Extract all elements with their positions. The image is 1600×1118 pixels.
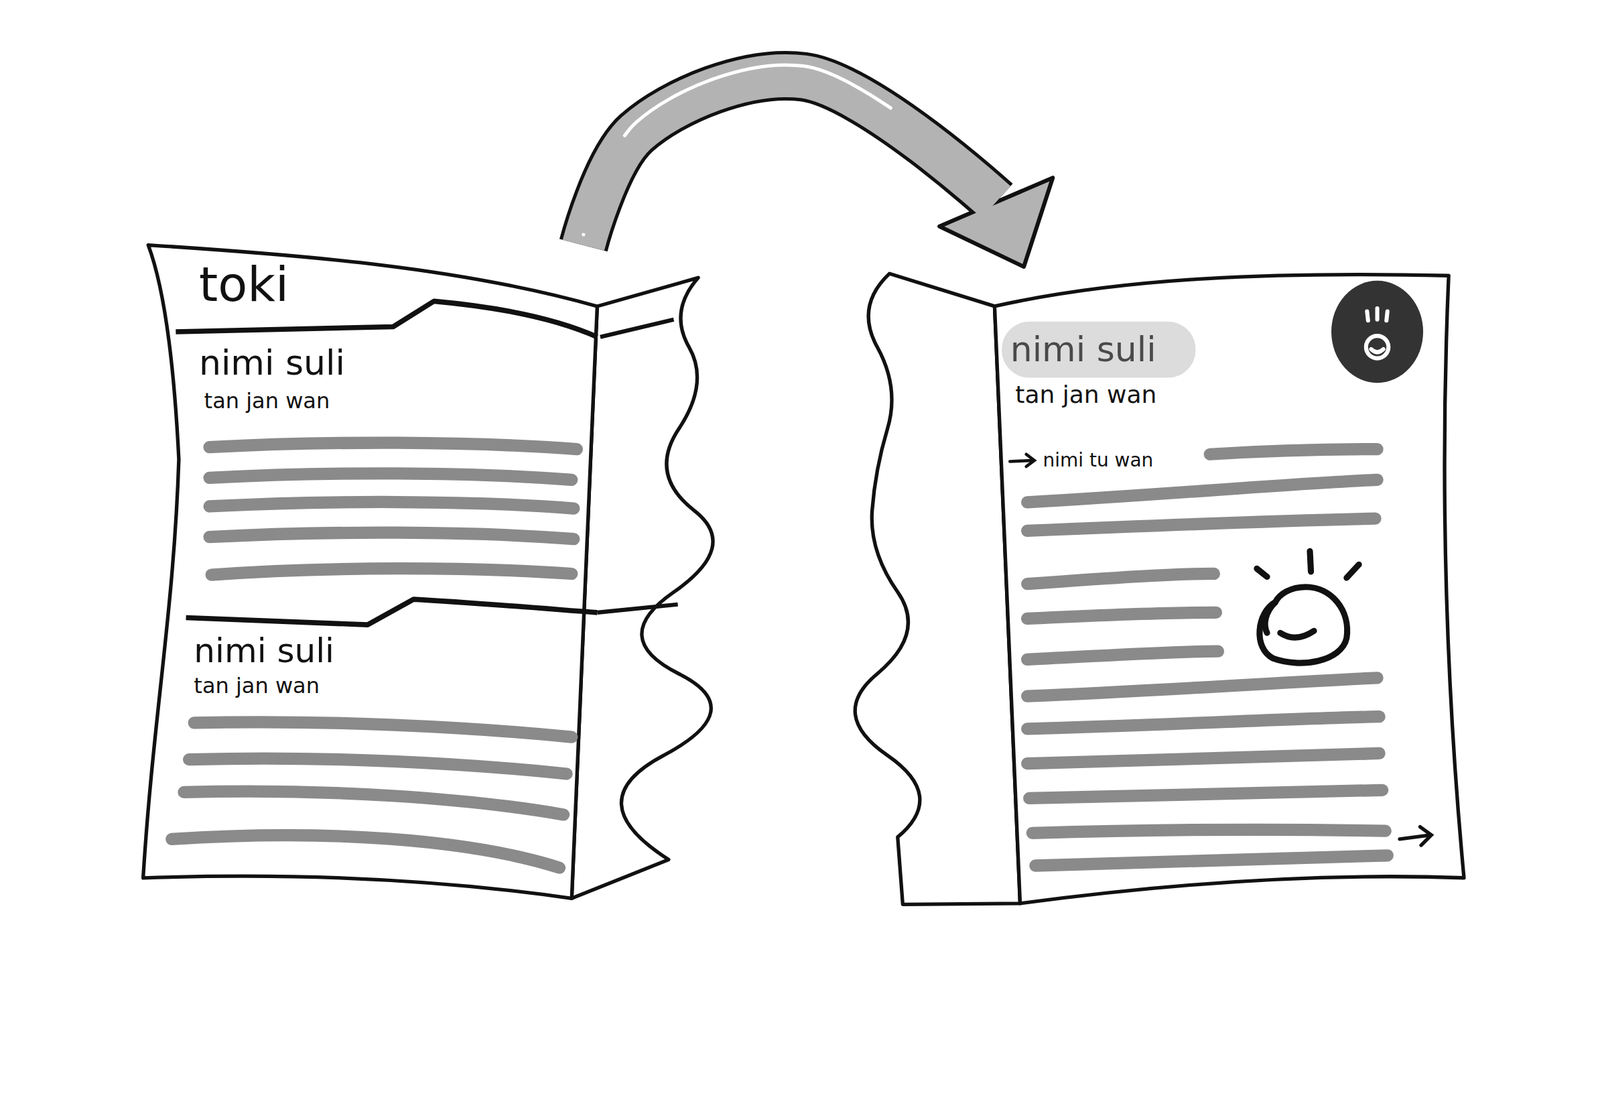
document-page: toki nimi suli tan jan wan nimi suli tan jan…	[138, 239, 710, 904]
page-section: nimi suli tan jan wan	[168, 617, 597, 878]
fold-top-line	[599, 319, 674, 338]
text-placeholder-bars	[171, 442, 577, 868]
text-holder: tan jan wan	[204, 389, 331, 412]
arrow-highlight	[583, 64, 997, 235]
page-outline	[138, 239, 710, 904]
text-holder: nimi suli	[1010, 331, 1157, 367]
page-front	[142, 245, 597, 899]
text-placeholder-bars	[1027, 448, 1389, 865]
text-holder: tan jan wan	[193, 674, 320, 697]
text-holder: nimi suli	[193, 633, 335, 668]
fold-divider	[596, 604, 678, 613]
logo-badge	[1331, 280, 1424, 383]
bullet-arrow	[1010, 454, 1036, 467]
page-fold	[855, 273, 1021, 904]
section-heading: nimi suli	[193, 633, 335, 668]
arrow-shaft	[583, 75, 997, 246]
author-line: tan jan wan	[1015, 382, 1157, 407]
text-holder: nimi suli	[198, 345, 346, 380]
text-holder: nimi tu wan	[1042, 450, 1154, 470]
logo-face	[1366, 308, 1389, 359]
page-section: nimi suli tan jan wan	[173, 328, 597, 612]
subheading: nimi tu wan	[1042, 450, 1154, 470]
page-front	[994, 274, 1465, 903]
page-title: toki	[198, 259, 289, 309]
author-line: tan jan wan	[193, 674, 320, 697]
author-line: tan jan wan	[204, 389, 331, 412]
arrow-outline	[583, 75, 997, 246]
flow-arrow	[583, 64, 1053, 267]
heading-highlight	[1002, 321, 1196, 378]
section-tab-line	[185, 598, 597, 625]
article-heading: nimi suli	[1010, 331, 1157, 367]
text-holder: toki	[198, 259, 289, 309]
section-heading: nimi suli	[198, 345, 346, 380]
sun-face-icon	[1256, 550, 1359, 663]
next-page-arrow	[1399, 826, 1432, 845]
text-holder: tan jan wan	[1015, 382, 1157, 407]
document-page: nimi suli tan jan wan nimi tu wan	[841, 265, 1470, 914]
